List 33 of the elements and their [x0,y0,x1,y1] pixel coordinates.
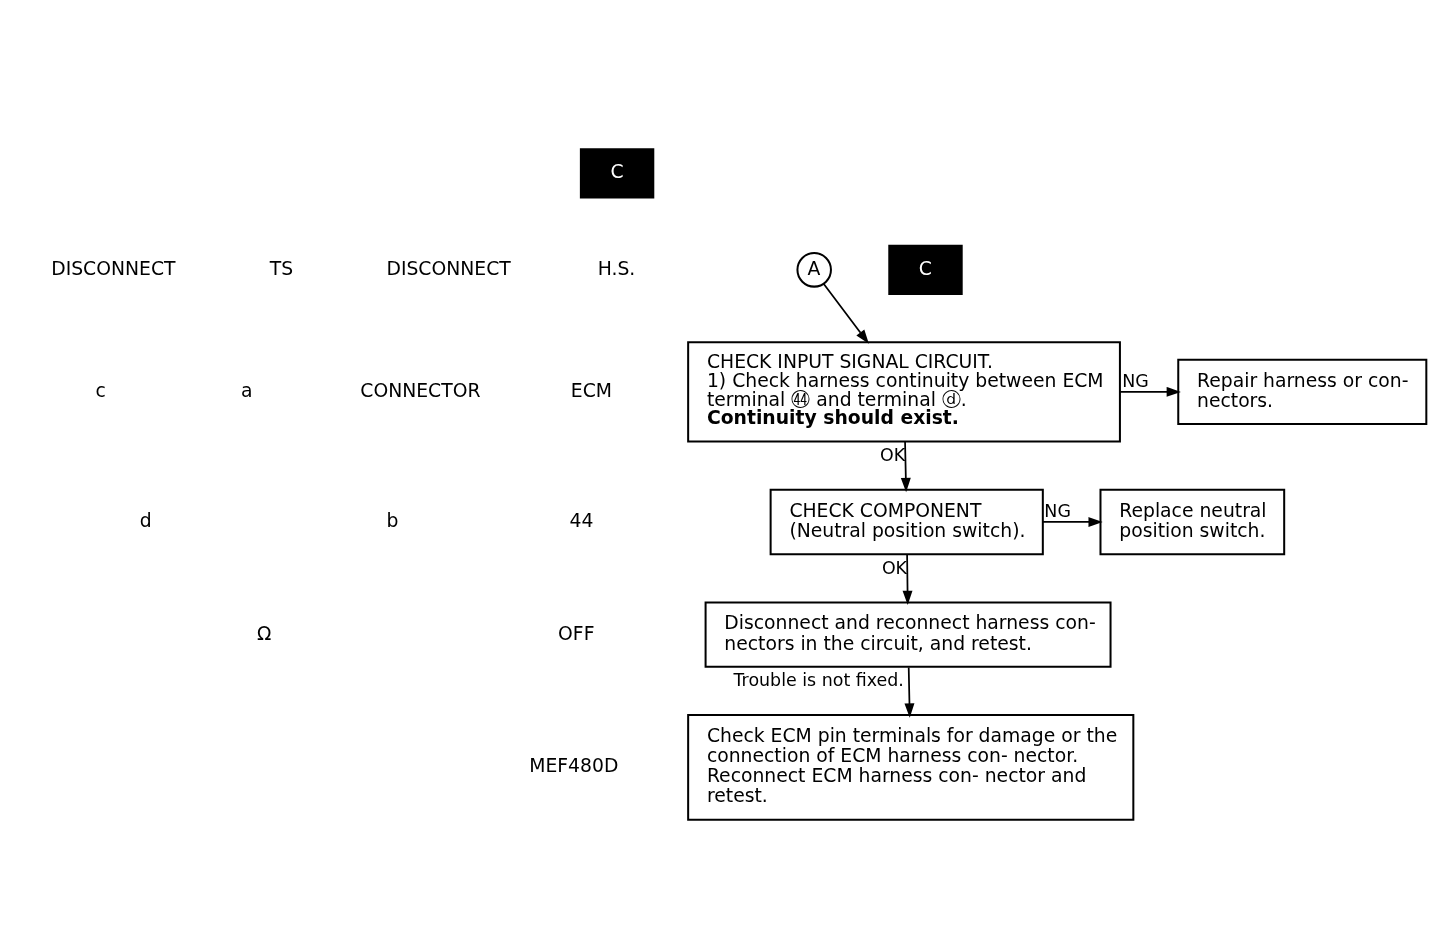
label: C [918,257,932,279]
arrow [902,553,913,605]
node-circle: A [796,252,832,288]
label: c [95,379,106,401]
label: H.S. [597,257,636,279]
label: OFF [558,622,595,644]
label: ECM [570,379,612,401]
edge-label: NG [1122,371,1149,392]
arrow [1119,386,1181,397]
node-box: CHECK INPUT SIGNAL CIRCUIT. 1) Check harness continuity between ECM terminal ㊹ and terminal ⓓ. Continuity should exist. [687,341,1121,443]
node-box: Disconnect and reconnect harness con- nectors in the circuit, and retest. [704,601,1112,668]
node-box: CHECK COMPONENT (Neutral position switch). [769,488,1044,556]
label: b [386,509,399,531]
label: 44 [569,509,594,531]
edge-label: NG [1044,501,1071,522]
label: DISCONNECT [386,257,511,279]
label: a [240,379,253,401]
arrow [900,440,911,493]
label: Ω [257,622,272,644]
label: DISCONNECT [51,257,176,279]
node-box: Replace neutral position switch. [1099,488,1286,556]
label: C [610,161,624,183]
arrow [904,666,915,718]
edge-label: Trouble is not fixed. [733,670,904,691]
label: CONNECTOR [360,379,481,401]
edge-label: OK [880,444,906,465]
node-box: Repair harness or con- nectors. [1177,358,1428,426]
label: d [139,509,152,531]
arrow [1041,516,1103,527]
arrow [822,283,869,344]
label: TS [269,257,294,279]
node-box: Check ECM pin terminals for damage or the connection of ECM harness con- nector. Reconnect ECM harness con- nector and retest. [687,714,1135,821]
label: MEF480D [529,755,619,777]
